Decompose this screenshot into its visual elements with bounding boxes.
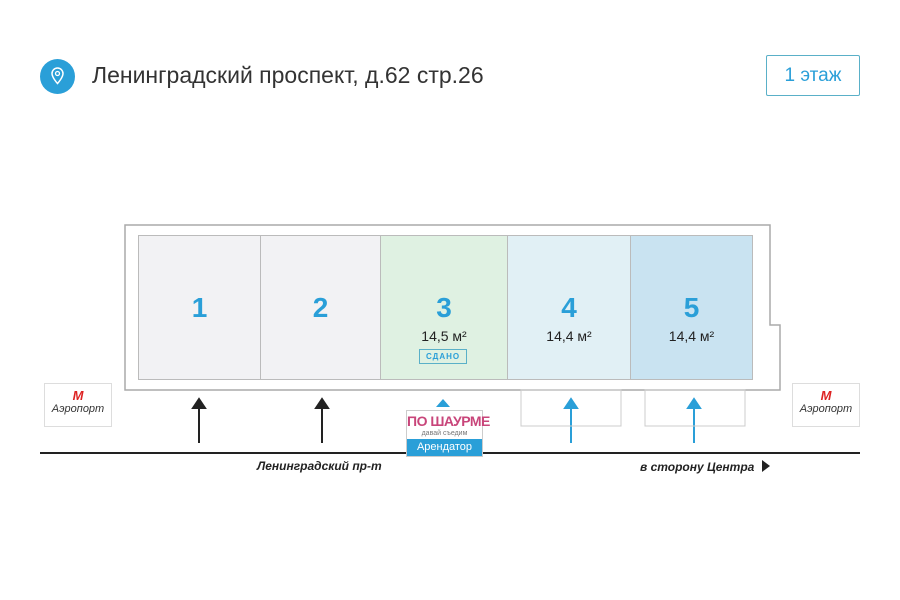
floor-button[interactable]: 1 этаж — [766, 55, 860, 96]
street-name: Ленинградский пр-т — [257, 459, 382, 473]
room-1[interactable]: 1 — [138, 235, 261, 380]
room-2[interactable]: 2 — [260, 235, 381, 380]
rented-badge: СДАНО — [419, 349, 468, 364]
metro-logo-icon: М — [72, 388, 84, 403]
room-5[interactable]: 5 14,4 м² — [630, 235, 753, 380]
tenant-card: ПО ШАУРМЕ давай съедим Арендатор — [406, 410, 490, 457]
tenant-name: ПО ШАУРМЕ — [407, 413, 490, 429]
address-title: Ленинградский проспект, д.62 стр.26 — [92, 62, 484, 88]
room-area: 14,5 м² — [421, 328, 467, 344]
room-area: 14,4 м² — [546, 328, 592, 344]
room-number: 5 — [683, 292, 700, 323]
direction-label: в сторону Центра — [640, 460, 755, 474]
room-number: 2 — [312, 292, 329, 323]
tenant-label: Арендатор — [407, 439, 482, 456]
metro-station: Аэропорт — [51, 403, 105, 415]
room-number: 1 — [191, 292, 208, 323]
room-number: 4 — [561, 292, 577, 323]
metro-station: Аэропорт — [799, 403, 853, 415]
location-pin-icon — [40, 59, 75, 94]
metro-logo-icon: М — [820, 388, 832, 403]
room-4[interactable]: 4 14,4 м² — [507, 235, 631, 380]
room-3[interactable]: 3 14,5 м² СДАНО — [380, 235, 508, 380]
tenant-slogan: давай съедим — [421, 430, 468, 437]
room-number: 3 — [436, 292, 452, 323]
room-area: 14,4 м² — [668, 328, 715, 344]
